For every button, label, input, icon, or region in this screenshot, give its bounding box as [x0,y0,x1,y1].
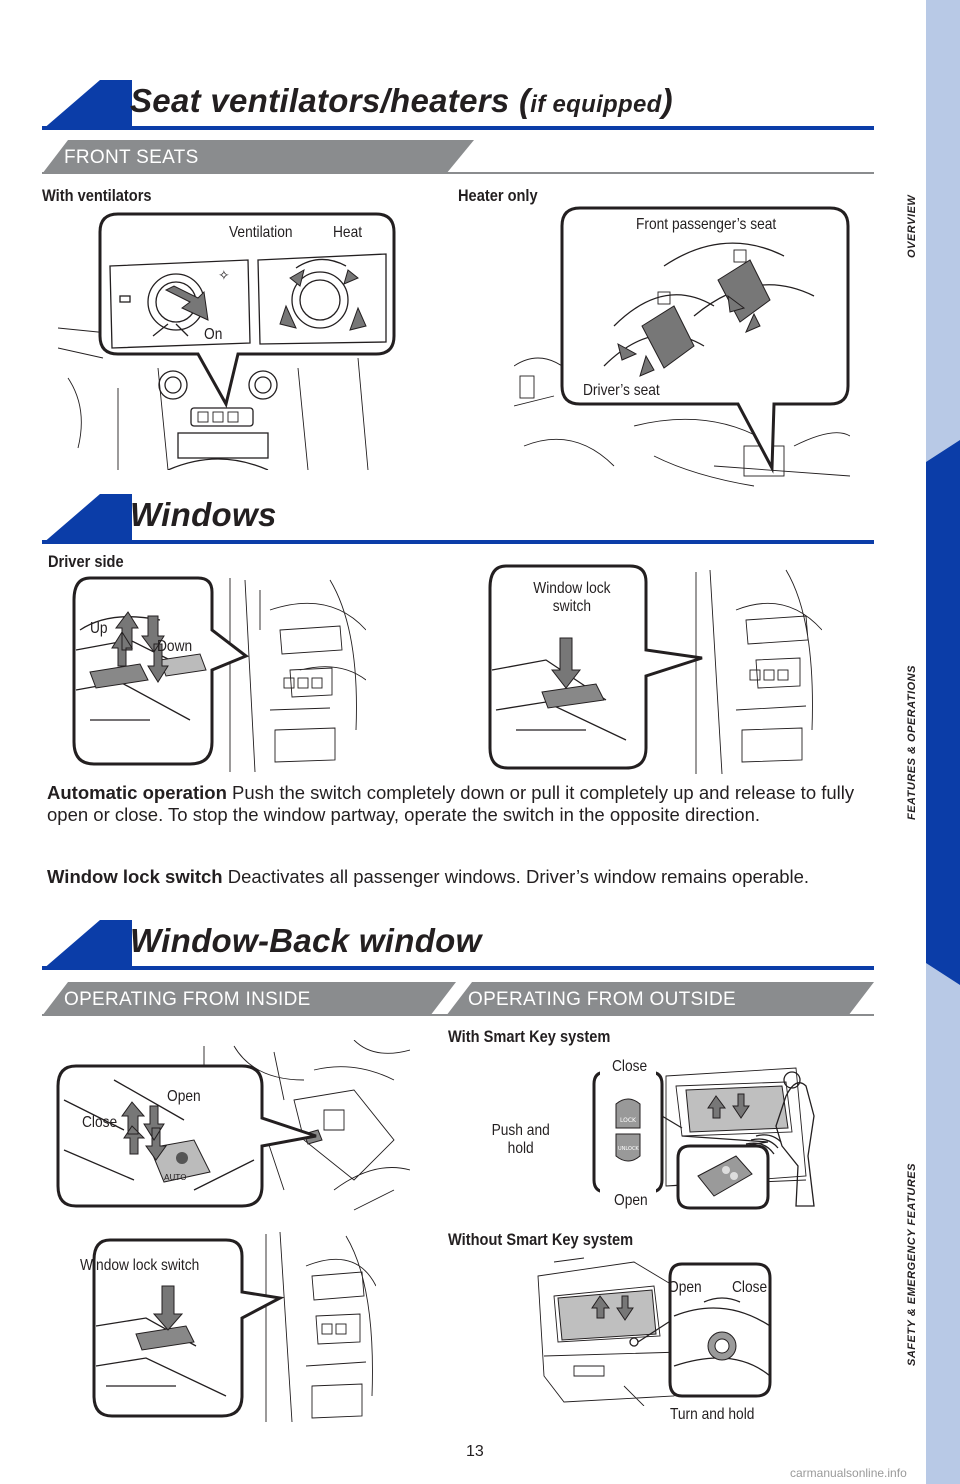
smart-key-illustration: LOCK UNLOCK [592,1066,815,1210]
ventilator-controls-illustration: ✧ [58,212,396,470]
up-label: Up [90,620,108,637]
title-flag [42,80,132,130]
sidebar-active-tab [926,440,960,985]
page-number: 13 [466,1443,484,1460]
automatic-operation-paragraph: Automatic operation Push the switch comp… [47,782,855,825]
operating-inside-banner: OPERATING FROM INSIDE [42,982,456,1016]
smart-key-close-label: Close [612,1058,648,1075]
section-rule [42,540,874,544]
push-and-hold-label: Push and hold [491,1122,550,1157]
smart-key-open-label: Open [614,1192,648,1209]
key-open-label: Open [668,1279,702,1296]
operating-inside-label: OPERATING FROM INSIDE [64,989,311,1010]
heater-only-label: Heater only [458,186,538,205]
on-label: On [204,326,223,343]
turn-and-hold-label: Turn and hold [670,1406,755,1423]
windows-section-title: Windows [130,496,277,533]
heater-controls-illustration [514,206,850,487]
operating-outside-banner: OPERATING FROM OUTSIDE [446,982,874,1016]
auto-key-label: AUTO [164,1173,187,1182]
back-window-console-switch-illustration: AUTO [56,1040,410,1211]
back-window-section-title: Window-Back window [130,922,482,959]
sidebar-tab-overview[interactable]: OVERVIEW [906,194,918,258]
key-close-label: Close [732,1279,768,1296]
sidebar-tab-features[interactable]: FEATURES & OPERATIONS [906,665,918,820]
back-window-lock-switch-label: Window lock switch [80,1257,200,1274]
driver-window-switch-illustration [72,576,366,772]
operating-outside-label: OPERATING FROM OUTSIDE [468,989,737,1010]
ventilation-label: Ventilation [229,224,293,241]
drivers-seat-label: Driver’s seat [583,382,660,399]
with-smart-key-label: With Smart Key system [448,1027,611,1046]
front-passenger-seat-label: Front passenger’s seat [636,216,777,233]
window-lock-switch-label: Window lock switch [533,580,611,615]
svg-text:✧: ✧ [218,268,230,284]
front-seats-banner-label: FRONT SEATS [64,147,199,168]
title-flag [42,494,132,544]
lock-key-label: LOCK [620,1117,637,1124]
banner-rule [42,1014,874,1016]
sidebar-tab-safety[interactable]: SAFETY & EMERGENCY FEATURES [906,1163,918,1366]
section-rule [42,126,874,130]
section-rule [42,966,874,970]
unlock-key-label: UNLOCK [618,1146,639,1152]
with-ventilators-label: With ventilators [42,186,152,205]
without-smart-key-label: Without Smart Key system [448,1230,634,1249]
inside-close-label: Close [82,1114,118,1131]
title-flag [42,920,132,970]
heat-label: Heat [333,224,363,241]
watermark: carmanualsonline.info [790,1466,907,1480]
banner-rule [42,172,874,174]
seat-section-title: Seat ventilators/heaters (if equipped) [130,82,673,119]
driver-side-label: Driver side [48,552,124,571]
front-seats-banner: FRONT SEATS [42,140,474,174]
inside-open-label: Open [167,1088,201,1105]
down-label: Down [157,638,193,655]
back-window-lock-switch-illustration [92,1231,376,1422]
key-cylinder-illustration [537,1257,772,1406]
window-lock-switch-illustration [488,564,822,774]
window-lock-switch-paragraph: Window lock switch Deactivates all passe… [47,866,810,887]
